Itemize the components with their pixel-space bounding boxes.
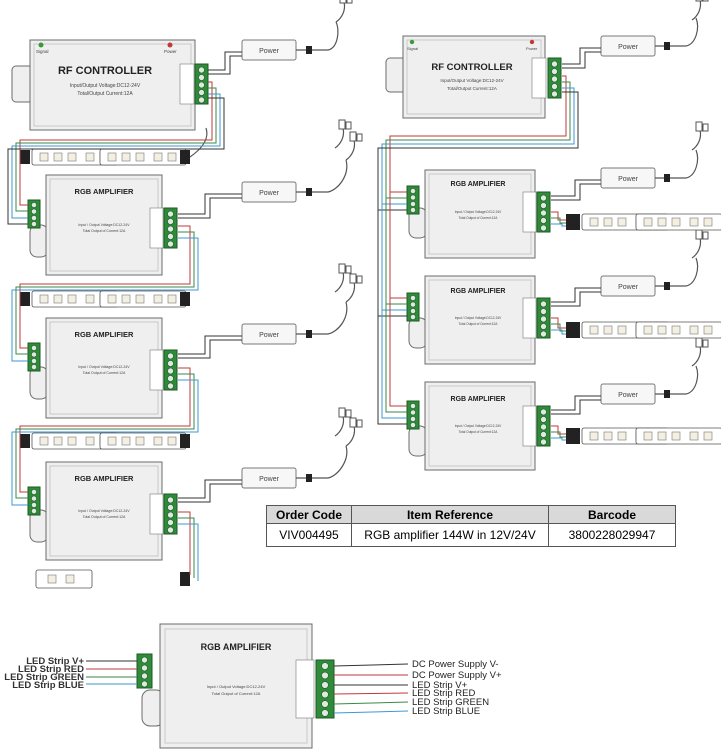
svg-text:Input / Output Voltage:DC12-24: Input / Output Voltage:DC12-24V xyxy=(78,509,130,513)
controller-spec-current: Total/Output Current:12A xyxy=(77,91,133,97)
power-supply: Power xyxy=(551,337,709,415)
svg-text:Total Output of Current:12A: Total Output of Current:12A xyxy=(83,229,126,233)
svg-text:Total Output of Current:12A: Total Output of Current:12A xyxy=(83,515,126,519)
led-strip xyxy=(35,569,190,589)
label-led-strip-green: LED Strip GREEN xyxy=(4,672,84,683)
controller-title: RF CONTROLLER xyxy=(58,65,152,77)
power-supply: Power xyxy=(551,121,709,201)
led-strip xyxy=(20,263,352,308)
detail-amplifier: RGB AMPLIFIER Input / Output Voltage:DC1… xyxy=(136,623,335,749)
power-label: Power xyxy=(164,49,177,54)
svg-text:Input / Output Voltage:DC12-24: Input / Output Voltage:DC12-24V xyxy=(78,365,130,369)
svg-text:RGB AMPLIFIER: RGB AMPLIFIER xyxy=(451,288,506,295)
svg-text:Input / Output Voltage:DC12-24: Input / Output Voltage:DC12-24V xyxy=(207,684,266,689)
led-strip xyxy=(20,407,352,450)
svg-text:Signal: Signal xyxy=(407,46,418,51)
label-out-led-strip-green: LED Strip GREEN xyxy=(412,697,489,708)
cell-barcode: 3800228029947 xyxy=(548,523,676,547)
label-dc-power-vplus: DC Power Supply V+ xyxy=(412,670,502,681)
svg-text:Power: Power xyxy=(618,392,639,399)
svg-text:Total Output of Current:12A: Total Output of Current:12A xyxy=(459,430,499,434)
table-row: VIV004495 RGB amplifier 144W in 12V/24V … xyxy=(266,523,676,547)
svg-text:RGB AMPLIFIER: RGB AMPLIFIER xyxy=(75,474,134,483)
svg-text:Power: Power xyxy=(259,332,280,339)
signal-wires xyxy=(377,75,579,441)
svg-text:Input / Output Voltage:DC12-24: Input / Output Voltage:DC12-24V xyxy=(455,210,502,214)
svg-text:Input / Output Voltage:DC12-24: Input / Output Voltage:DC12-24V xyxy=(455,424,502,428)
power-supply: Power xyxy=(551,229,709,307)
label-out-led-strip-vplus: LED Strip V+ xyxy=(412,680,468,691)
power-supply: Power xyxy=(562,0,709,69)
label-led-strip-blue: LED Strip BLUE xyxy=(12,680,84,691)
label-dc-power-vminus: DC Power Supply V- xyxy=(412,659,499,670)
svg-text:Input / Output Voltage:DC12-24: Input / Output Voltage:DC12-24V xyxy=(78,223,130,227)
rf-controller: Signal Power RF CONTROLLER Input/Output … xyxy=(11,39,209,131)
label-out-led-strip-blue: LED Strip BLUE xyxy=(412,706,480,717)
svg-text:RGB AMPLIFIER: RGB AMPLIFIER xyxy=(451,181,506,188)
svg-text:Input/Output Voltage:DC12-24V: Input/Output Voltage:DC12-24V xyxy=(440,78,503,83)
label-out-led-strip-red: LED Strip RED xyxy=(412,688,475,699)
power-supply: Power xyxy=(178,273,363,359)
svg-text:Total/Output Current:12A: Total/Output Current:12A xyxy=(447,86,497,91)
svg-text:Power: Power xyxy=(618,44,639,51)
header-order-code: Order Code xyxy=(266,505,352,524)
order-table: Order Code Item Reference Barcode VIV004… xyxy=(266,505,676,547)
svg-text:RGB AMPLIFIER: RGB AMPLIFIER xyxy=(75,187,134,196)
label-led-strip-vplus: LED Strip V+ xyxy=(26,656,84,667)
svg-text:Total Output of Current:12A: Total Output of Current:12A xyxy=(459,216,499,220)
svg-text:Power: Power xyxy=(259,476,280,483)
svg-text:Power: Power xyxy=(526,46,538,51)
detail-title: RGB AMPLIFIER xyxy=(201,642,272,652)
power-supply: Power xyxy=(178,417,363,503)
detail-right-labels: DC Power Supply V- DC Power Supply V+ LE… xyxy=(412,659,502,717)
header-item-reference: Item Reference xyxy=(351,505,549,524)
signal-wires xyxy=(7,81,225,581)
power-supply: Power xyxy=(208,0,353,75)
detail-left-labels: LED Strip V+ LED Strip RED LED Strip GRE… xyxy=(4,656,84,691)
svg-text:Input / Output Voltage:DC12-24: Input / Output Voltage:DC12-24V xyxy=(455,316,502,320)
detail-wires xyxy=(86,660,409,714)
rgb-amplifier: RGB AMPLIFIER Input / Output Voltage:DC1… xyxy=(27,461,178,561)
svg-text:Power: Power xyxy=(618,284,639,291)
rgb-amplifier: RGB AMPLIFIER Input / Output Voltage:DC1… xyxy=(27,317,178,419)
led-strip xyxy=(566,321,721,339)
cell-order-code: VIV004495 xyxy=(266,523,352,547)
svg-text:RGB AMPLIFIER: RGB AMPLIFIER xyxy=(75,330,134,339)
svg-text:Power: Power xyxy=(259,190,280,197)
cell-item-reference: RGB amplifier 144W in 12V/24V xyxy=(351,523,549,547)
rgb-amplifier: RGB AMPLIFIER Input / Output Voltage:DC1… xyxy=(406,169,551,259)
label-led-strip-red: LED Strip RED xyxy=(18,664,84,675)
signal-label: Signal xyxy=(36,49,49,54)
led-strip xyxy=(566,213,721,231)
rgb-amplifier: RGB AMPLIFIER Input / Output Voltage:DC1… xyxy=(406,381,551,471)
svg-text:Power: Power xyxy=(618,176,639,183)
power-supply: Power xyxy=(178,131,363,219)
svg-text:Total Output of Current:12A: Total Output of Current:12A xyxy=(83,371,126,375)
svg-text:Total Output of Current:12A: Total Output of Current:12A xyxy=(459,322,499,326)
header-barcode: Barcode xyxy=(548,505,676,524)
svg-text:RF CONTROLLER: RF CONTROLLER xyxy=(431,62,512,73)
led-strip xyxy=(20,119,352,166)
svg-text:Total Output of Current:12A: Total Output of Current:12A xyxy=(212,691,261,696)
led-strip xyxy=(566,427,721,445)
svg-text:Power: Power xyxy=(259,48,280,55)
rgb-amplifier: RGB AMPLIFIER Input / Output Voltage:DC1… xyxy=(406,275,551,365)
rf-controller: Signal Power RF CONTROLLER Input/Output … xyxy=(385,35,562,119)
rgb-amplifier: RGB AMPLIFIER Input / Output Voltage:DC1… xyxy=(27,174,178,276)
svg-text:RGB AMPLIFIER: RGB AMPLIFIER xyxy=(451,396,506,403)
controller-spec-voltage: Input/Output Voltage:DC12-24V xyxy=(70,83,141,89)
